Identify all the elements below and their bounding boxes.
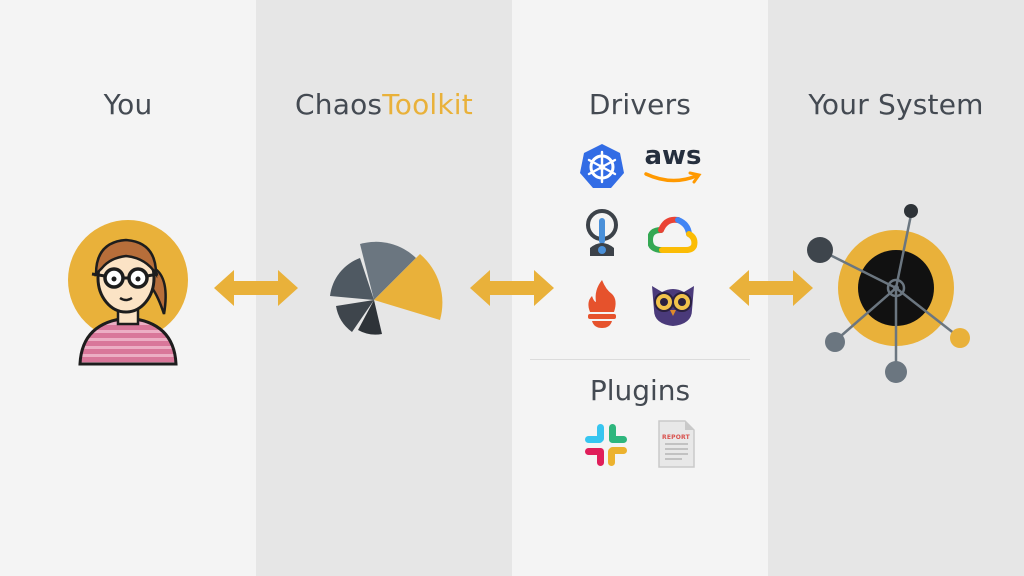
- probe-icon: [586, 209, 618, 256]
- system-network-icon: [807, 204, 970, 383]
- slack-icon: [585, 424, 627, 466]
- report-document-icon: REPORT: [658, 420, 695, 468]
- chaostoolkit-title-chaos: Chaos: [295, 88, 383, 121]
- drivers-plugins-divider: [530, 359, 750, 360]
- arrow-toolkit-drivers-icon: [470, 270, 554, 306]
- drivers-title: Drivers: [588, 88, 692, 121]
- your-system-title: Your System: [808, 88, 984, 121]
- kubernetes-icon: [580, 144, 624, 188]
- chaostoolkit-title: ChaosToolkit: [256, 88, 512, 121]
- aws-smile-icon: [644, 171, 702, 184]
- aws-label: aws: [644, 141, 702, 171]
- column-drivers: [512, 0, 768, 576]
- user-avatar-icon: [68, 220, 188, 366]
- chaostoolkit-logo-icon: [330, 241, 443, 335]
- chaostoolkit-title-toolkit: Toolkit: [382, 88, 473, 121]
- arrow-drivers-system-icon: [729, 270, 813, 306]
- plugins-title: Plugins: [589, 374, 691, 407]
- google-cloud-icon: [648, 216, 698, 253]
- prometheus-icon: [588, 280, 616, 328]
- you-title: You: [103, 88, 153, 121]
- report-label: REPORT: [662, 434, 690, 441]
- report-page-icon: [658, 420, 695, 468]
- owl-icon: [652, 286, 694, 326]
- aws-icon: aws: [642, 142, 704, 190]
- arrow-you-toolkit-icon: [214, 270, 298, 306]
